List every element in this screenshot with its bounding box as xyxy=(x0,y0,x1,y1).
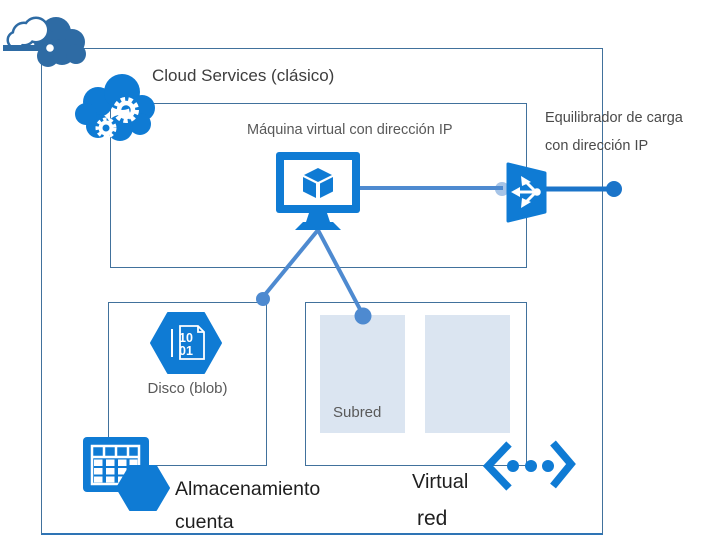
virtual-network-box xyxy=(305,302,527,466)
storage-account-label: Almacenamiento cuenta xyxy=(175,473,320,539)
storage-account-label-line1: Almacenamiento xyxy=(175,478,321,500)
subnet-rect-1 xyxy=(320,315,405,433)
ip-endpoint-dot xyxy=(606,181,622,197)
storage-account-label-line2: cuenta xyxy=(175,511,234,533)
subnet-rect-2 xyxy=(425,315,510,433)
disk-blob-label: Disco (blob) xyxy=(147,380,228,397)
virtual-network-label-line1: Virtual xyxy=(412,471,469,493)
subnet-label: Subred xyxy=(333,404,382,421)
cloud-boundary-box xyxy=(41,48,603,535)
diagram-title: Cloud Services (clásico) xyxy=(152,66,335,85)
load-balancer-label: Equilibrador de carga con dirección IP xyxy=(545,104,683,160)
storage-box xyxy=(108,302,267,466)
load-balancer-label-line1: Equilibrador de carga xyxy=(545,110,683,126)
virtual-network-label-line2: red xyxy=(417,507,448,530)
virtual-machine-label: Máquina virtual con dirección IP xyxy=(247,122,453,138)
load-balancer-label-line2: con dirección IP xyxy=(545,138,649,154)
